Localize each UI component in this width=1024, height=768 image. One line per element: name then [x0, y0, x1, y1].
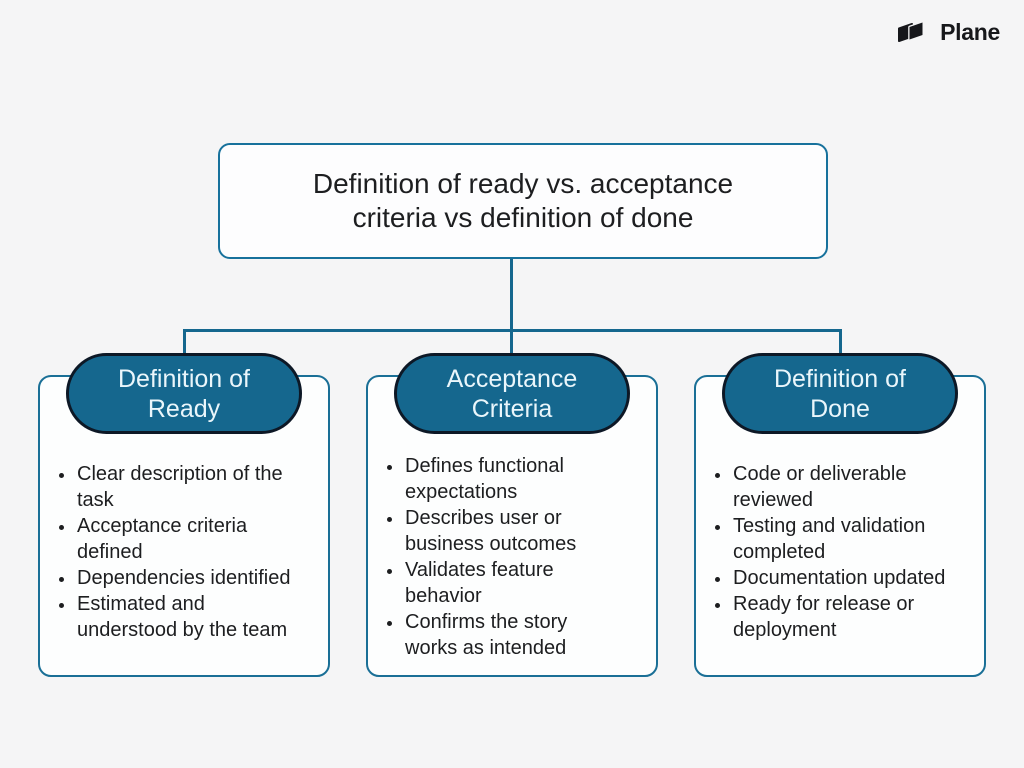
pill-header-acceptance-criteria: Acceptance Criteria: [394, 353, 630, 434]
card-definition-of-done: Code or deliverable reviewedTesting and …: [694, 375, 986, 677]
bullet-list-done: Code or deliverable reviewedTesting and …: [696, 377, 984, 643]
bullet-item: Dependencies identified: [76, 565, 292, 591]
pill-header-definition-of-ready: Definition of Ready: [66, 353, 302, 434]
bullet-item: Ready for release or deployment: [732, 591, 948, 643]
bullet-item: Describes user or business outcomes: [404, 505, 620, 557]
connector-drop-left: [183, 329, 186, 356]
bullet-item: Validates feature behavior: [404, 557, 620, 609]
bullet-item: Acceptance criteria defined: [76, 513, 292, 565]
root-title-node: Definition of ready vs. acceptance crite…: [218, 143, 828, 259]
bullet-list-acceptance: Defines functional expectationsDescribes…: [368, 377, 656, 661]
bullet-item: Code or deliverable reviewed: [732, 461, 948, 513]
connector-drop-middle: [510, 329, 513, 356]
plane-logo: Plane: [896, 19, 1000, 46]
bullet-item: Documentation updated: [732, 565, 948, 591]
bullet-item: Estimated and understood by the team: [76, 591, 292, 643]
pill-header-definition-of-done: Definition of Done: [722, 353, 958, 434]
connector-root-vertical: [510, 259, 513, 332]
pill-header-label: Definition of Done: [773, 364, 907, 423]
bullet-item: Confirms the story works as intended: [404, 609, 620, 661]
pill-header-label: Acceptance Criteria: [446, 364, 578, 423]
diagram-title: Definition of ready vs. acceptance crite…: [312, 168, 734, 233]
bullet-item: Testing and validation completed: [732, 513, 948, 565]
bullet-item: Defines functional expectations: [404, 453, 620, 505]
plane-logo-mark-icon: [898, 20, 924, 42]
bullet-list-ready: Clear description of the taskAcceptance …: [40, 377, 328, 643]
plane-logo-text: Plane: [940, 19, 1000, 45]
connector-drop-right: [839, 329, 842, 356]
bullet-item: Clear description of the task: [76, 461, 292, 513]
pill-header-label: Definition of Ready: [117, 364, 251, 423]
